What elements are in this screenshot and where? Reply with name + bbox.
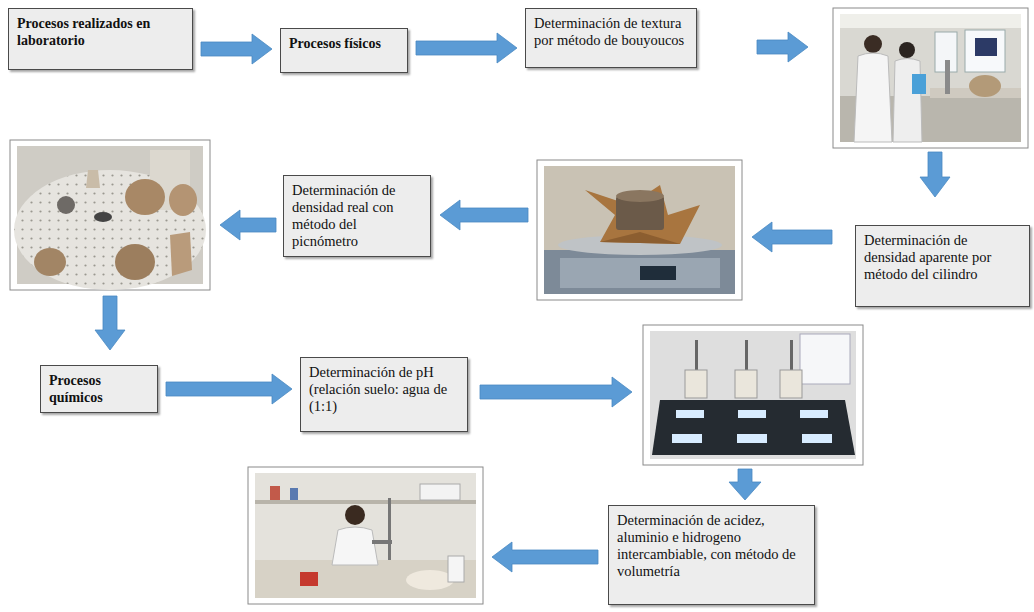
box-text: Procesos realizados en laboratorio [17, 15, 184, 49]
box-text: Determinación de densidad aparente por m… [864, 232, 1021, 283]
box-text: Determinación de textura por método de b… [534, 15, 688, 49]
flow-arrow [729, 469, 761, 500]
flow-arrow [166, 374, 292, 404]
flow-arrow [492, 542, 598, 572]
process-box: Determinación de pH (relación suelo: agu… [300, 357, 468, 432]
flow-arrow [201, 34, 272, 64]
flow-arrow [416, 33, 517, 63]
category-box: Procesos químicos [40, 365, 158, 413]
flow-arrow [920, 152, 950, 197]
process-box: Determinación de acidez, aluminio e hidr… [608, 505, 815, 605]
flow-arrow [757, 32, 808, 62]
box-text: Procesos químicos [49, 372, 149, 406]
box-text: Determinación de acidez, aluminio e hidr… [617, 512, 806, 580]
samples-photo [10, 140, 210, 290]
process-box: Determinación de textura por método de b… [525, 8, 697, 68]
box-text: Determinación de pH (relación suelo: agu… [309, 364, 459, 415]
box-text: Determinación de densidad real con métod… [292, 182, 422, 250]
flow-arrow [220, 210, 276, 240]
flow-arrow [440, 200, 528, 230]
flow-arrow [752, 222, 832, 252]
flow-arrow [95, 296, 125, 350]
technician-photo [248, 467, 483, 604]
stirrer-photo [643, 325, 863, 465]
flow-arrow [480, 377, 632, 407]
scale-photo [537, 160, 742, 300]
process-box: Determinación de densidad real con métod… [283, 175, 431, 257]
start-box: Procesos realizados en laboratorio [8, 8, 193, 70]
category-box: Procesos físicos [280, 28, 408, 73]
lab-photo [833, 8, 1028, 148]
process-box: Determinación de densidad aparente por m… [855, 225, 1030, 307]
box-text: Procesos físicos [289, 35, 399, 52]
